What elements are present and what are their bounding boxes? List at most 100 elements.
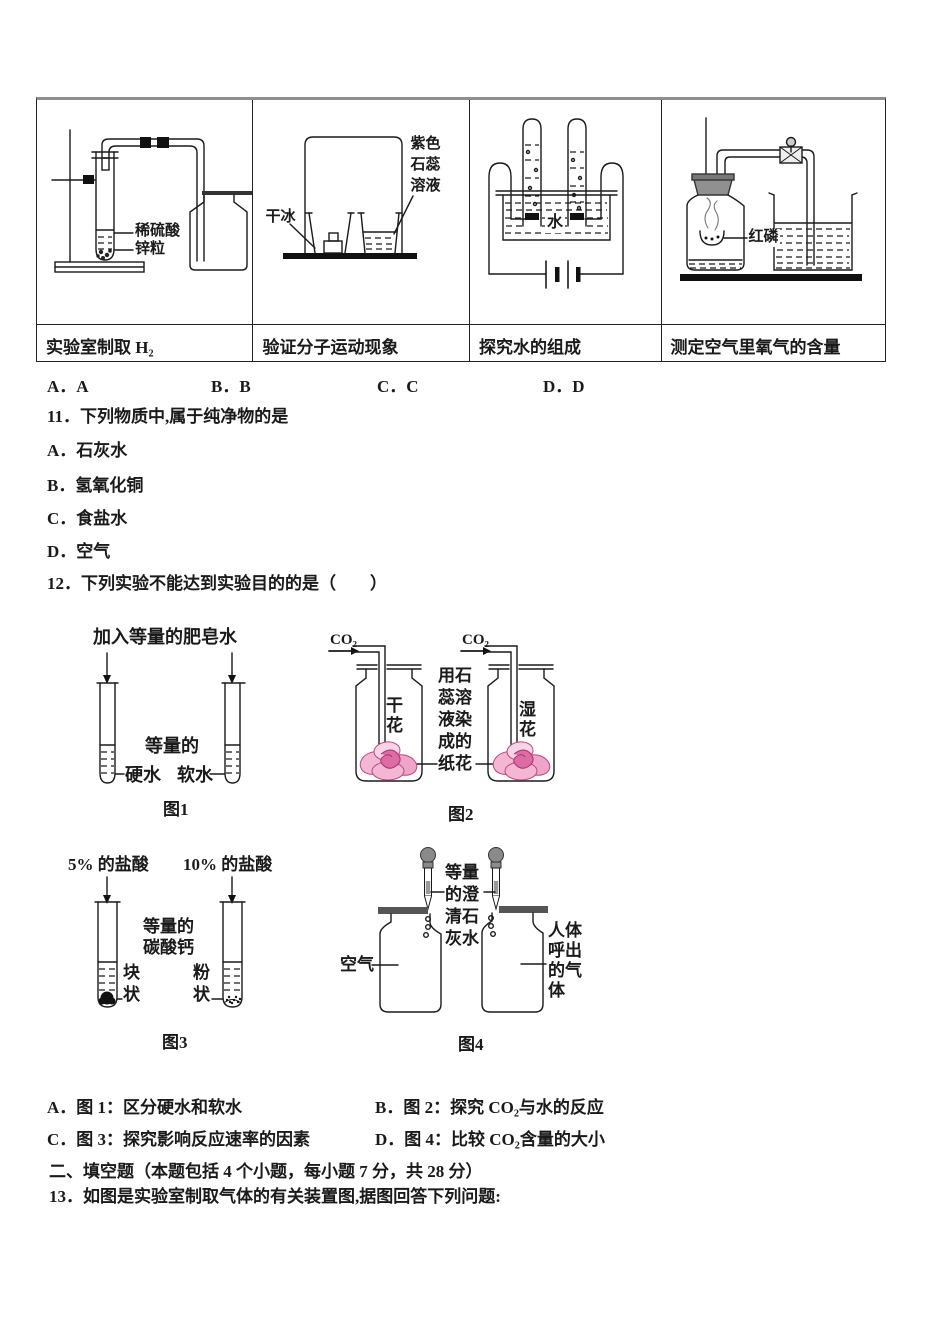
figure-3-drawing [94,876,246,1008]
electrode [524,213,539,220]
fig3-right-acid-label: 10% 的盐酸 [183,855,273,874]
test-tube-right [224,682,241,784]
test-tube-left [97,901,118,1008]
gas-bottle [189,194,248,271]
delivery-tube-outer [101,138,205,262]
apparatus-cell-electrolysis: 水 [470,100,662,324]
litmus-pointer [393,195,415,235]
test-tube-right [222,901,243,1008]
apparatus-cell-h2: 稀硫酸 锌粒 [37,100,254,324]
apparatus-cell-oxygen: 红磷 [662,100,885,324]
wire-right [600,162,624,275]
apparatus-cell-molecular-motion: 干冰 紫色石蕊溶液 [253,100,470,324]
dry-ice-pointer [289,223,317,249]
smoke [703,197,711,229]
q11-option-c: C．食盐水 [47,509,128,528]
fig3-powder-label: 粉状 [193,963,210,1004]
bubbles [525,149,583,211]
delivery-tube-inner [723,156,808,266]
figure-2-drawing [328,645,555,782]
fig2-caption: 图2 [448,805,474,824]
right-beaker [360,212,401,254]
fig3-lump-label: 块状 [123,963,140,1004]
option-a: A．A [47,377,89,396]
stopper [101,157,110,171]
fig2-co2-left-label: CO₂ [330,632,357,648]
rubber-connector [140,137,151,148]
phosphorus [704,235,720,241]
figure-1: 加入等量的肥皂水 等量的 硬水 软水 图1 [60,626,340,826]
zinc-label: 锌粒 [135,241,166,257]
fig1-equal-label: 等量的 [145,736,199,756]
jar-left [355,668,423,782]
q12-option-d: D．图 4：比较 CO₂含量的大小 [375,1130,605,1149]
q12-option-b: B．图 2：探究 CO₂与水的反应 [375,1098,604,1117]
fig4-limewater-label: 等量的澄清石灰水 [445,863,479,948]
glass-plate [378,907,428,914]
gas-bottle [685,194,745,271]
powder-mound [223,999,242,1004]
apparatus-caption: 探究水的组成 [469,324,662,361]
apparatus-caption: 测定空气里氧气的含量 [661,324,885,361]
delivery-tube-inner [108,145,198,262]
fig2-middle-label: 用石蕊溶液染成的纸花 [438,666,472,773]
test-tube [95,151,115,261]
section-2-header: 二、填空题（本题包括 4 个小题，每小题 7 分，共 28 分） [49,1162,483,1181]
electrode [569,213,584,220]
q12-option-a: A．图 1：区分硬水和软水 [47,1098,243,1117]
jar-right [487,668,555,782]
fig1-hard-water-label: 硬水 [125,765,161,785]
molecular-motion-diagram [283,136,418,259]
question-12-stem: 12．下列实验不能达到实验目的的是（ ） [47,574,387,593]
q11-option-a: A．石灰水 [47,441,128,460]
fig3-caption: 图3 [162,1033,188,1052]
delivery-tube-outer [715,149,815,266]
q12-option-c: C．图 3：探究影响反应速率的因素 [47,1130,311,1149]
figure-2: CO₂ CO₂ 干花 湿花 用石蕊溶液染成的纸花 图2 [328,622,610,828]
apparatus-table: 稀硫酸 锌粒 [36,97,886,362]
dilute-acid-label: 稀硫酸 [135,223,181,239]
apparatus-caption: 实验室制取 H₂ [37,324,254,361]
fig2-co2-right-label: CO₂ [462,632,489,648]
phosphorus-cup [698,230,725,246]
q11-option-b: B．氢氧化铜 [47,476,144,495]
figure-3: 5% 的盐酸 10% 的盐酸 等量的碳酸钙 块状 粉状 图3 [55,852,335,1058]
option-c: C．C [377,377,419,396]
calcium-carbonate-lump [98,991,116,1005]
bottle-breath [481,912,544,1013]
fig3-left-acid-label: 5% 的盐酸 [68,855,149,874]
beaker [772,194,853,271]
fig3-middle-label: 等量的碳酸钙 [143,917,194,957]
water-trough [502,194,611,241]
fig4-air-label: 空气 [340,955,374,974]
litmus-label: 紫色石蕊溶液 [410,136,441,194]
test-tube-right [567,118,587,227]
battery-icon [545,260,581,289]
figure-4-drawing [371,847,548,1013]
red-phosphorus-label: 红磷 [747,229,780,247]
gas-tube [352,645,386,753]
test-tube-left [99,682,116,784]
oxygen-measure-diagram [679,117,862,281]
clamp-boss [83,175,94,184]
q11-option-d: D．空气 [47,542,111,561]
base-board [283,253,418,259]
glass-plate [499,906,548,913]
question-11-stem: 11．下列物质中,属于纯净物的是 [47,407,289,426]
apparatus-caption: 验证分子运动现象 [253,324,470,361]
option-b: B．B [211,377,251,396]
option-d: D．D [543,377,585,396]
rubber-connector [157,137,169,148]
cover-jar [304,136,404,254]
gas-tube [484,645,518,753]
fig1-soft-water-label: 软水 [177,765,213,785]
test-tube-left [522,118,542,227]
dry-ice-cup [323,240,344,254]
figure-1-drawing [96,652,246,784]
fig2-wet-flower-label: 湿花 [519,700,536,739]
fig4-caption: 图4 [458,1035,484,1054]
smoke [713,200,719,231]
zinc-granules [96,249,112,260]
fig4-breath-label: 人体呼出的气体 [548,921,582,1000]
apparatus-caption-row: 实验室制取 H₂ 验证分子运动现象 探究水的组成 测定空气里氧气的含量 [37,324,885,361]
